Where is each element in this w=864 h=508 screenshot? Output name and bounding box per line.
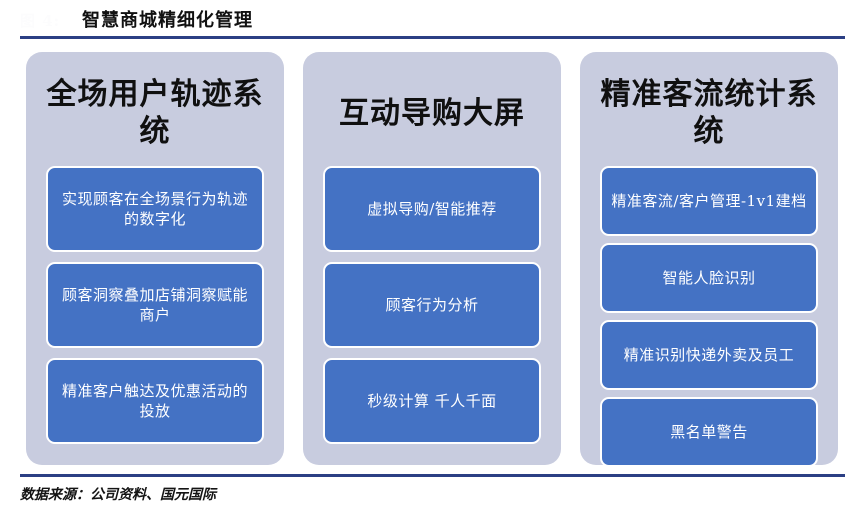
card-title-interactive-shopping-screen: 互动导购大屏 bbox=[339, 95, 525, 131]
list-item[interactable]: 顾客行为分析 bbox=[323, 262, 541, 348]
card-precise-traffic-statistics: 精准客流统计系统 精准客流/客户管理-1v1建档 智能人脸识别 精准识别快递外卖… bbox=[580, 52, 838, 467]
card-items-interactive-shopping-screen: 虚拟导购/智能推荐 顾客行为分析 秒级计算 千人千面 bbox=[315, 166, 549, 453]
list-item[interactable]: 精准识别快递外卖及员工 bbox=[600, 320, 818, 390]
card-title-precise-traffic-statistics: 精准客流统计系统 bbox=[600, 77, 818, 149]
list-item[interactable]: 精准客户触达及优惠活动的投放 bbox=[46, 358, 264, 444]
figure-number-label: 图 4: bbox=[20, 12, 61, 30]
page-title: 智慧商城精细化管理 bbox=[82, 10, 253, 31]
list-item[interactable]: 虚拟导购/智能推荐 bbox=[323, 166, 541, 252]
list-item[interactable]: 顾客洞察叠加店铺洞察赋能商户 bbox=[46, 262, 264, 348]
card-items-user-trajectory: 实现顾客在全场景行为轨迹的数字化 顾客洞察叠加店铺洞察赋能商户 精准客户触达及优… bbox=[38, 166, 272, 453]
card-items-precise-traffic-statistics: 精准客流/客户管理-1v1建档 智能人脸识别 精准识别快递外卖及员工 黑名单警告 bbox=[592, 166, 826, 467]
card-user-trajectory: 全场用户轨迹系统 实现顾客在全场景行为轨迹的数字化 顾客洞察叠加店铺洞察赋能商户… bbox=[26, 52, 284, 465]
list-item[interactable]: 秒级计算 千人千面 bbox=[323, 358, 541, 444]
card-title-user-trajectory: 全场用户轨迹系统 bbox=[46, 77, 264, 149]
source-note: 数据来源：公司资料、国元国际 bbox=[20, 487, 216, 503]
card-interactive-shopping-screen: 互动导购大屏 虚拟导购/智能推荐 顾客行为分析 秒级计算 千人千面 bbox=[303, 52, 561, 465]
footer-divider bbox=[20, 474, 845, 477]
list-item[interactable]: 实现顾客在全场景行为轨迹的数字化 bbox=[46, 166, 264, 252]
list-item[interactable]: 精准客流/客户管理-1v1建档 bbox=[600, 166, 818, 236]
columns-container: 全场用户轨迹系统 实现顾客在全场景行为轨迹的数字化 顾客洞察叠加店铺洞察赋能商户… bbox=[26, 52, 838, 467]
figure-header: 图 4: 智慧商城精细化管理 bbox=[20, 4, 845, 38]
list-item[interactable]: 黑名单警告 bbox=[600, 397, 818, 467]
header-divider bbox=[20, 36, 845, 39]
list-item[interactable]: 智能人脸识别 bbox=[600, 243, 818, 313]
